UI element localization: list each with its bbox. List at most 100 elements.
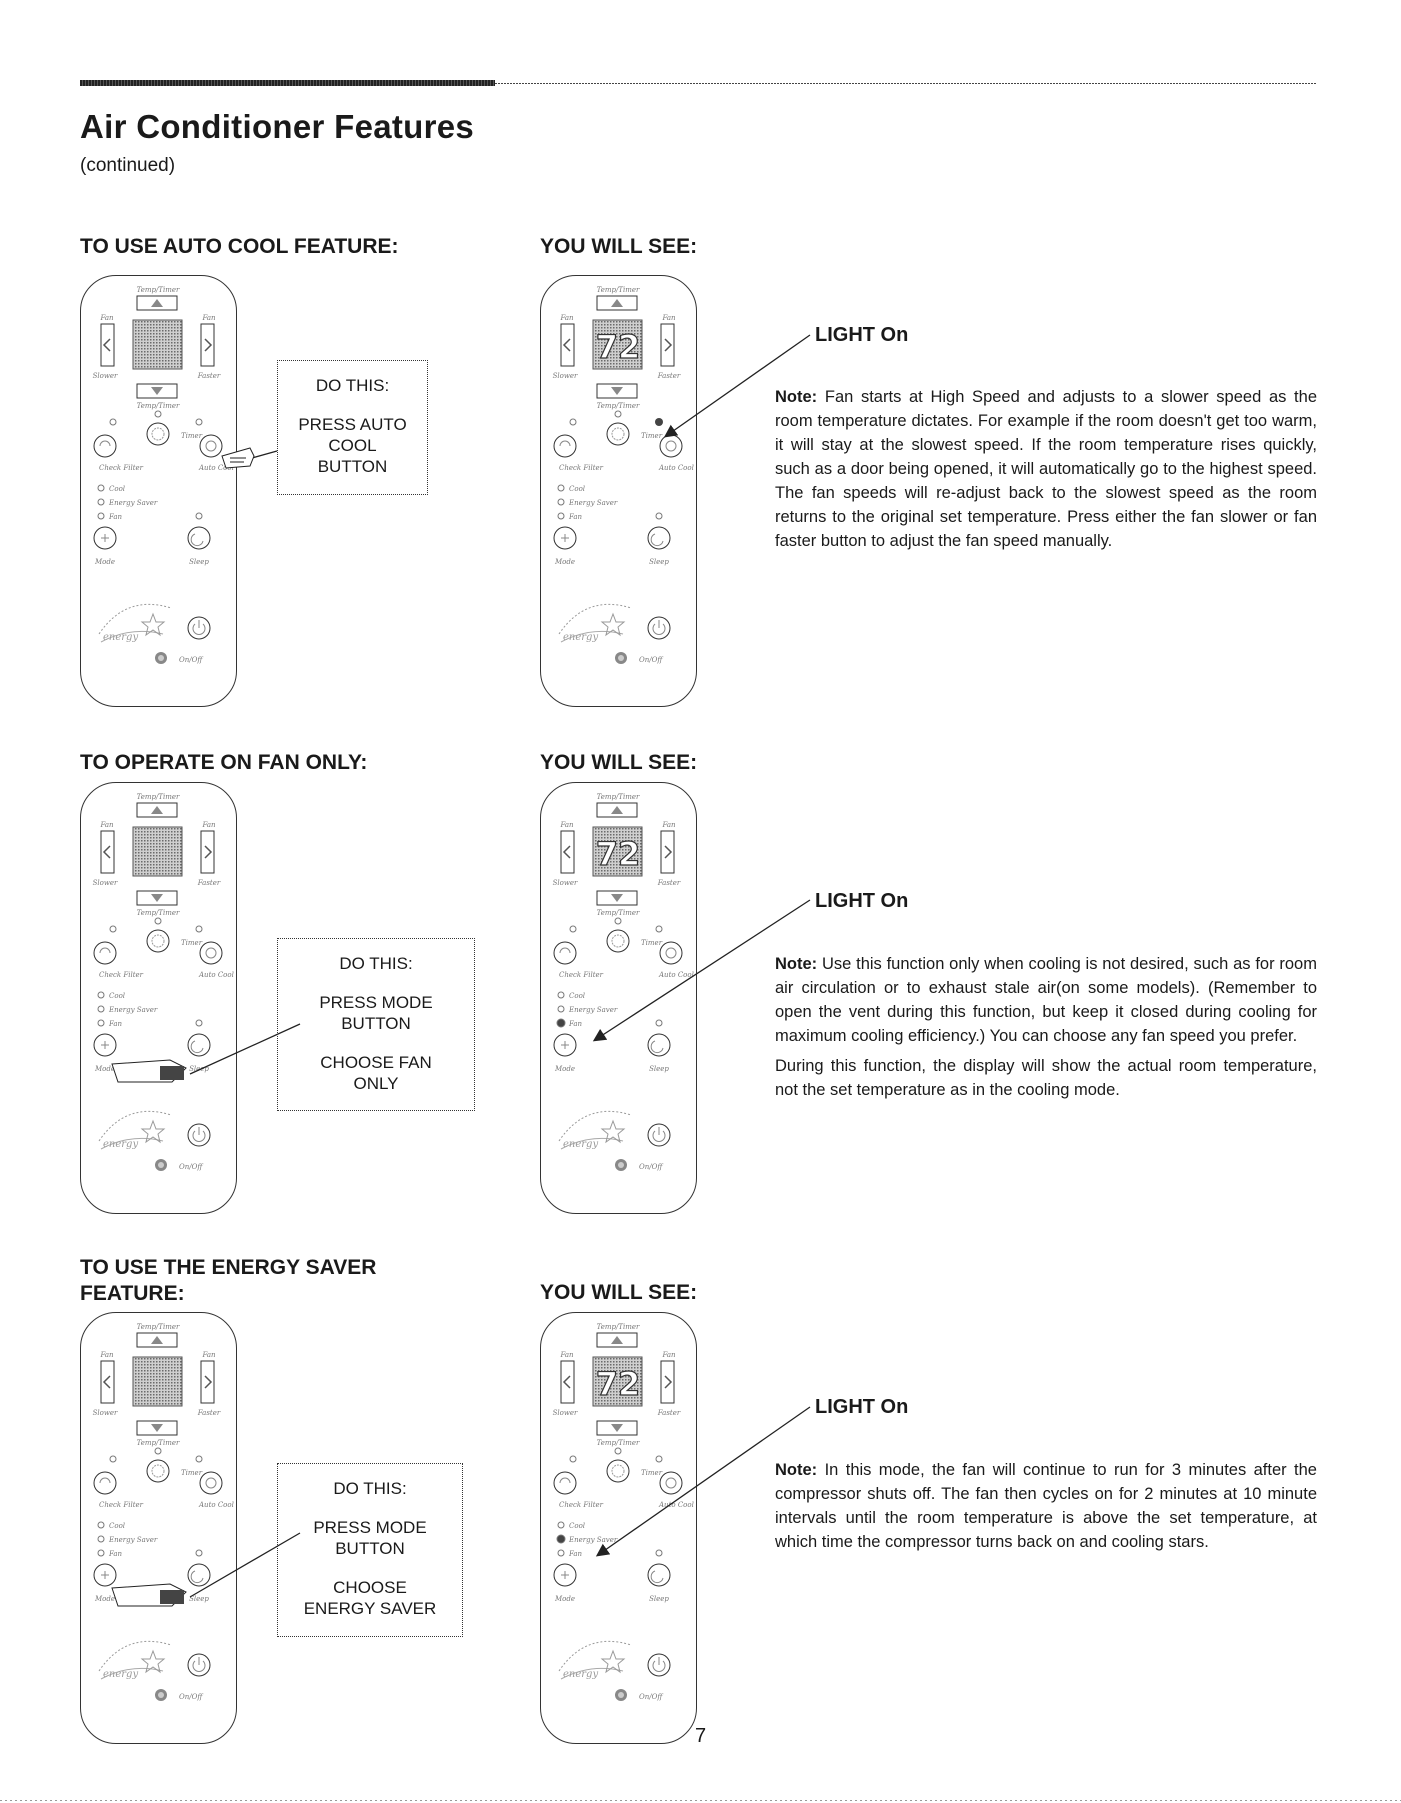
- svg-text:Temp/Timer: Temp/Timer: [137, 909, 180, 917]
- footer-rule: [0, 1800, 1401, 1801]
- svg-text:Fan: Fan: [559, 821, 574, 829]
- do-this-line: BUTTON: [341, 1014, 411, 1033]
- svg-text:Temp/Timer: Temp/Timer: [137, 793, 180, 801]
- svg-text:Sleep: Sleep: [649, 558, 669, 566]
- svg-text:On/Off: On/Off: [179, 1693, 203, 1701]
- svg-text:Fan: Fan: [201, 1351, 216, 1359]
- svg-text:Auto Cool: Auto Cool: [658, 1501, 694, 1509]
- do-this-line: COOL: [328, 436, 377, 455]
- do-this-line: CHOOSE FAN: [320, 1053, 432, 1072]
- svg-text:Timer: Timer: [641, 432, 663, 440]
- svg-text:Faster: Faster: [197, 372, 221, 380]
- svg-text:Sleep: Sleep: [649, 1595, 669, 1603]
- do-this-line: PRESS MODE: [319, 993, 433, 1012]
- header-rule: [80, 80, 1317, 86]
- svg-text:On/Off: On/Off: [639, 1163, 663, 1171]
- svg-text:Auto Cool: Auto Cool: [198, 971, 234, 979]
- svg-text:Faster: Faster: [657, 879, 681, 887]
- svg-text:Sleep: Sleep: [649, 1065, 669, 1073]
- svg-text:On/Off: On/Off: [639, 656, 663, 664]
- svg-text:Energy Saver: Energy Saver: [108, 499, 158, 507]
- svg-text:Timer: Timer: [181, 939, 203, 947]
- do-this-title: DO THIS:: [333, 1479, 407, 1498]
- svg-text:Energy Saver: Energy Saver: [568, 1006, 618, 1014]
- svg-text:Cool: Cool: [569, 992, 585, 1000]
- svg-text:Faster: Faster: [657, 1409, 681, 1417]
- svg-text:Temp/Timer: Temp/Timer: [137, 402, 180, 410]
- do-this-line: ENERGY SAVER: [303, 1599, 437, 1618]
- page-subtitle: (continued): [80, 155, 176, 176]
- svg-text:Fan: Fan: [661, 1351, 676, 1359]
- svg-text:Fan: Fan: [108, 513, 123, 521]
- svg-text:energy: energy: [103, 1139, 138, 1150]
- control-panel-before: Temp/Timer Fan Fan Slower Faster Temp/Ti…: [80, 1312, 237, 1744]
- svg-text:Check Filter: Check Filter: [559, 1501, 604, 1509]
- svg-text:Energy Saver: Energy Saver: [568, 499, 618, 507]
- svg-text:On/Off: On/Off: [639, 1693, 663, 1701]
- svg-text:Mode: Mode: [94, 558, 115, 566]
- light-on-label: LIGHT On: [815, 1396, 909, 1418]
- svg-text:Energy Saver: Energy Saver: [108, 1006, 158, 1014]
- svg-text:Fan: Fan: [99, 314, 114, 322]
- control-panel-after: Temp/Timer Fan Fan 72 Slower Faster Temp…: [540, 275, 697, 707]
- svg-text:Mode: Mode: [94, 1065, 115, 1073]
- do-this-box: DO THIS: PRESS AUTO COOL BUTTON: [277, 360, 428, 495]
- svg-text:72: 72: [596, 835, 641, 873]
- page-number: 7: [694, 1725, 707, 1747]
- control-panel-after: Temp/Timer Fan Fan 72 Slower Faster Temp…: [540, 1312, 697, 1744]
- svg-text:Faster: Faster: [197, 879, 221, 887]
- svg-text:Fan: Fan: [108, 1550, 123, 1558]
- page-title: Air Conditioner Features: [80, 108, 475, 145]
- control-panel-after: Temp/Timer Fan Fan 72 Slower Faster Temp…: [540, 782, 697, 1214]
- svg-text:Sleep: Sleep: [189, 1595, 209, 1603]
- svg-text:Fan: Fan: [661, 314, 676, 322]
- do-this-line: BUTTON: [317, 457, 388, 476]
- svg-text:Temp/Timer: Temp/Timer: [597, 402, 640, 410]
- svg-text:Sleep: Sleep: [189, 1065, 209, 1073]
- you-will-see-heading: YOU WILL SEE:: [540, 1281, 698, 1304]
- section-heading-fan-only: TO OPERATE ON FAN ONLY:: [80, 751, 368, 774]
- do-this-line: BUTTON: [335, 1539, 405, 1558]
- do-this-box: DO THIS: PRESS MODE BUTTON CHOOSE FAN ON…: [277, 938, 475, 1111]
- control-panel-before: Temp/Timer Fan Fan Slower Faster Temp/Ti…: [80, 782, 237, 1214]
- section-heading-auto-cool: TO USE AUTO COOL FEATURE:: [80, 235, 399, 258]
- svg-text:Timer: Timer: [181, 432, 203, 440]
- svg-text:Temp/Timer: Temp/Timer: [597, 1323, 640, 1331]
- svg-text:Temp/Timer: Temp/Timer: [137, 1439, 180, 1447]
- note-text: Note: Fan starts at High Speed and adjus…: [775, 388, 1317, 550]
- svg-text:Cool: Cool: [109, 992, 125, 1000]
- svg-text:Slower: Slower: [553, 372, 578, 380]
- svg-text:Auto Cool: Auto Cool: [658, 464, 694, 472]
- svg-text:Temp/Timer: Temp/Timer: [137, 286, 180, 294]
- svg-text:Slower: Slower: [93, 879, 118, 887]
- svg-text:Check Filter: Check Filter: [99, 1501, 144, 1509]
- svg-text:Mode: Mode: [554, 558, 575, 566]
- you-will-see-heading: YOU WILL SEE:: [540, 751, 698, 774]
- svg-text:Mode: Mode: [94, 1595, 115, 1603]
- svg-text:On/Off: On/Off: [179, 1163, 203, 1171]
- svg-text:Timer: Timer: [181, 1469, 203, 1477]
- control-panel-before: Temp/Timer Fan Fan Slower Faster Temp/Ti…: [80, 275, 237, 707]
- svg-text:energy: energy: [103, 632, 138, 643]
- svg-text:Fan: Fan: [568, 1550, 583, 1558]
- note-text: Note: In this mode, the fan will continu…: [775, 1461, 1317, 1551]
- svg-text:On/Off: On/Off: [179, 656, 203, 664]
- svg-text:Fan: Fan: [201, 821, 216, 829]
- svg-text:Temp/Timer: Temp/Timer: [597, 793, 640, 801]
- svg-text:Fan: Fan: [568, 513, 583, 521]
- svg-text:Fan: Fan: [108, 1020, 123, 1028]
- svg-text:Temp/Timer: Temp/Timer: [597, 1439, 640, 1447]
- svg-text:Slower: Slower: [93, 1409, 118, 1417]
- svg-text:Fan: Fan: [201, 314, 216, 322]
- svg-text:Cool: Cool: [109, 485, 125, 493]
- svg-text:energy: energy: [103, 1669, 138, 1680]
- svg-text:Fan: Fan: [559, 314, 574, 322]
- section-heading-energy-saver: TO USE THE ENERGY SAVER FEATURE:: [80, 1256, 377, 1305]
- svg-text:Timer: Timer: [641, 1469, 663, 1477]
- do-this-title: DO THIS:: [315, 376, 390, 395]
- svg-text:energy: energy: [563, 1669, 598, 1680]
- svg-text:Fan: Fan: [99, 1351, 114, 1359]
- svg-text:Temp/Timer: Temp/Timer: [597, 909, 640, 917]
- svg-text:Fan: Fan: [661, 821, 676, 829]
- svg-text:Auto Cool: Auto Cool: [658, 971, 694, 979]
